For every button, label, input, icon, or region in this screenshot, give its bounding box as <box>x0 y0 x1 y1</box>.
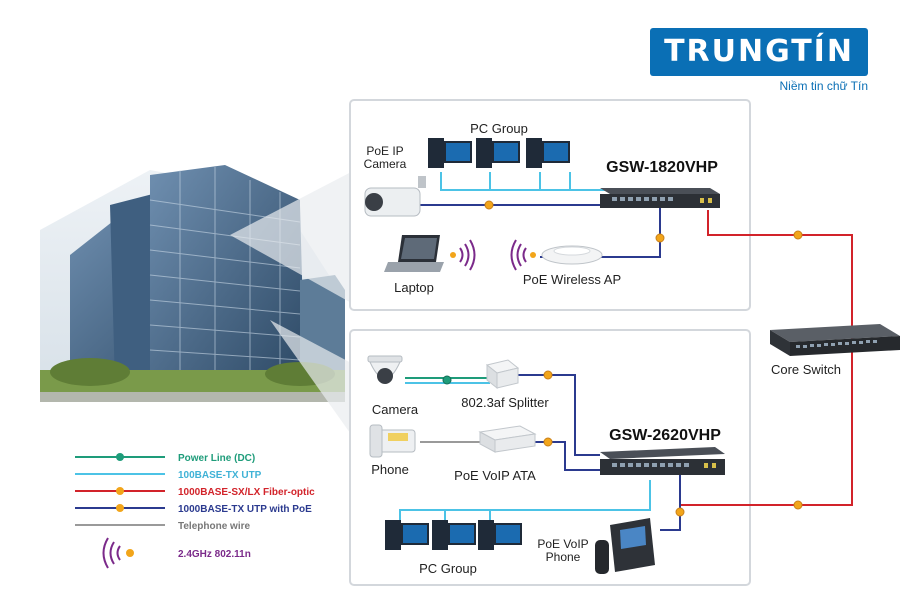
voip-phone-icon <box>595 518 655 574</box>
switch-top-label: GSW-1820VHP <box>606 159 718 176</box>
laptop-icon <box>384 235 444 272</box>
legend-poe-label: 1000BASE-TX UTP with PoE <box>178 504 312 515</box>
switch-gsw-2620vhp <box>600 447 725 475</box>
core-switch-icon <box>770 324 900 356</box>
wireless-ap-icon <box>541 245 603 265</box>
voip-label-line2: Phone <box>546 550 581 564</box>
voip-ata-icon <box>478 425 537 453</box>
laptop-label: Laptop <box>394 280 434 295</box>
camera-label-line1: PoE IP <box>366 144 403 158</box>
callout-bottom <box>270 320 355 440</box>
voip-label-line1: PoE VoIP <box>537 537 588 551</box>
pc-group-top-label: PC Group <box>470 121 528 136</box>
pc-group-bottom <box>385 520 522 550</box>
wireless-ap-label: PoE Wireless AP <box>523 272 621 287</box>
brand-tagline: Niềm tin chữ Tín <box>779 79 868 93</box>
splitter-label: 802.3af Splitter <box>461 395 549 410</box>
callout-top <box>230 170 355 305</box>
legend-tel-label: Telephone wire <box>178 521 250 532</box>
pc-group-top <box>428 138 570 168</box>
legend: Power Line (DC) 100BASE-TX UTP 1000BASE-… <box>75 453 315 569</box>
pc-group-bottom-label: PC Group <box>419 561 477 576</box>
ip-camera-icon <box>364 176 426 217</box>
camera-label-line2: Camera <box>364 157 407 171</box>
camera-bottom-label: Camera <box>372 402 419 417</box>
ata-label: PoE VoIP ATA <box>454 468 536 483</box>
legend-wifi-label: 2.4GHz 802.11n <box>178 549 251 560</box>
switch-gsw-1820vhp <box>600 188 720 208</box>
core-switch-label: Core Switch <box>771 362 841 377</box>
legend-power-label: Power Line (DC) <box>178 453 255 464</box>
phone-icon <box>369 424 416 458</box>
legend-fiber-dot <box>116 487 124 495</box>
wifi-signal-ap-icon <box>510 239 536 271</box>
switch-bottom-label: GSW-2620VHP <box>609 427 721 444</box>
dome-camera-icon <box>367 355 403 384</box>
legend-power-dot <box>116 453 124 461</box>
splitter-icon <box>485 359 520 390</box>
legend-poe-dot <box>116 504 124 512</box>
legend-fiber-label: 1000BASE-SX/LX Fiber-optic <box>178 487 315 498</box>
legend-wifi-icon <box>102 537 134 569</box>
legend-utp100-label: 100BASE-TX UTP <box>178 470 262 481</box>
wifi-signal-icon <box>450 239 476 271</box>
phone-label: Phone <box>371 462 409 477</box>
brand-logo: TRUNGTÍN <box>650 28 868 76</box>
